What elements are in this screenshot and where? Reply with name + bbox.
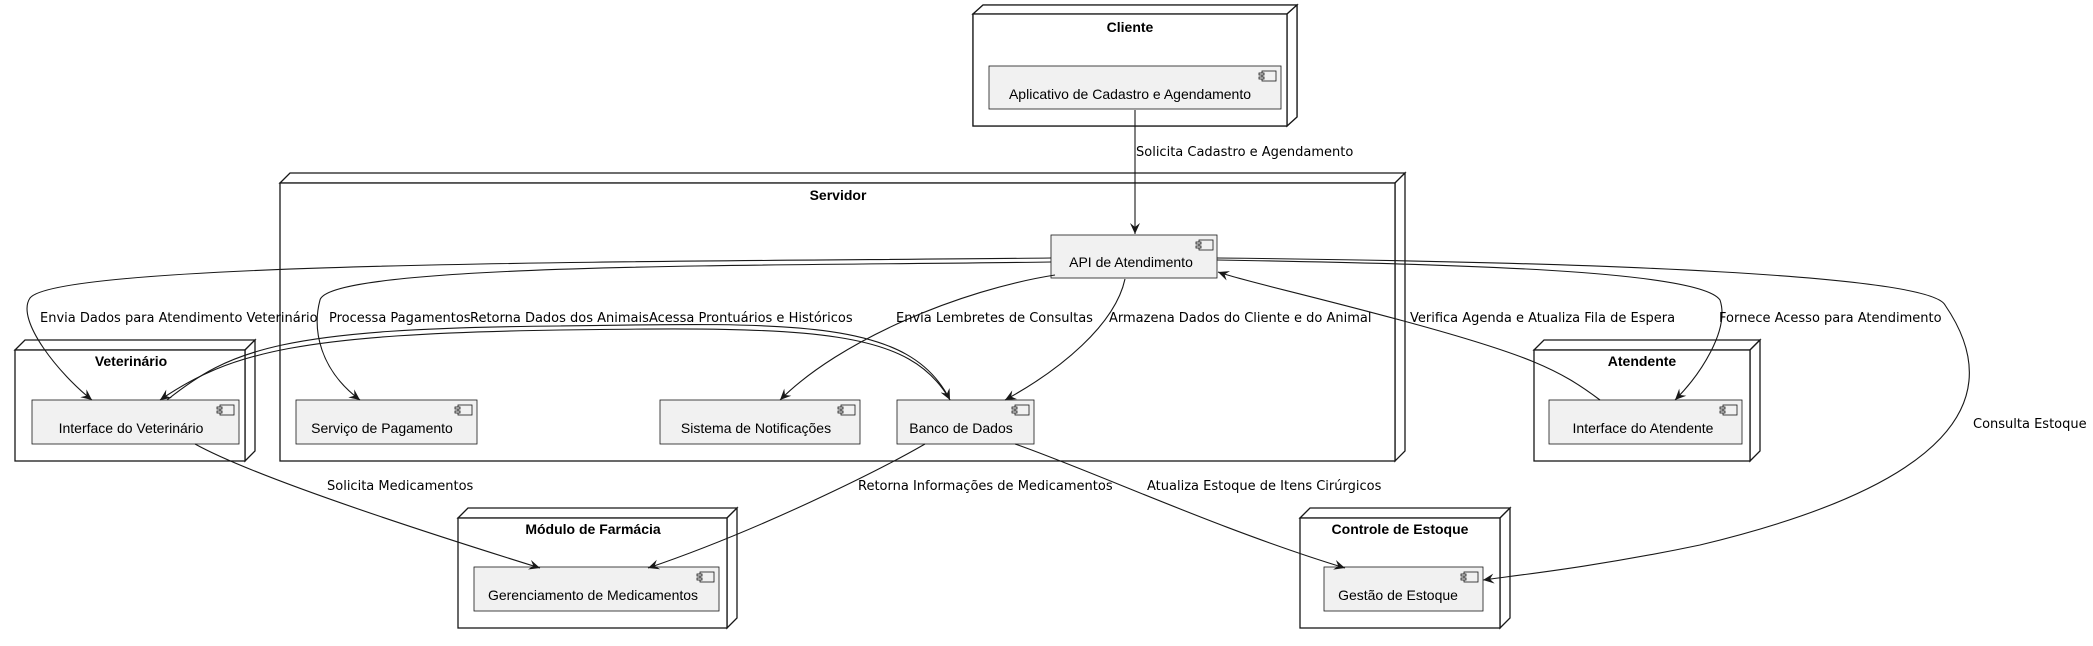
node-title-cliente: Cliente	[1107, 19, 1154, 35]
edge-label-solicita-cadastro: Solicita Cadastro e Agendamento	[1136, 145, 1353, 160]
component-api[interactable]: API de Atendimento	[1050, 234, 1218, 279]
edge-label-verifica-agenda: Verifica Agenda e Atualiza Fila de Esper…	[1410, 311, 1675, 326]
edge-label-retorna-dados: Retorna Dados dos Animais	[470, 311, 649, 326]
edge-veterinario-to-farmacia	[194, 443, 541, 570]
edge-label-acessa-prontuarios: Acessa Prontuários e Históricos	[649, 311, 853, 326]
component-label-pagamento: Serviço de Pagamento	[311, 420, 453, 436]
edge-api-to-banco	[1004, 278, 1126, 401]
edge-atendente-to-api	[1217, 271, 1601, 401]
node-title-veterinario: Veterinário	[95, 353, 167, 369]
edge-label-fornece-acesso: Fornece Acesso para Atendimento	[1719, 311, 1942, 326]
component-interface-veterinario[interactable]: Interface do Veterinário	[31, 399, 240, 445]
component-label-notificacoes: Sistema de Notificações	[681, 420, 831, 436]
edge-label-processa-pagamentos: Processa Pagamentos	[329, 311, 471, 326]
edge-api-to-notificacoes	[779, 274, 1056, 401]
edge-api-to-estoque	[1216, 257, 1970, 584]
component-label-banco: Banco de Dados	[909, 420, 1013, 436]
component-notificacoes[interactable]: Sistema de Notificações	[659, 399, 861, 445]
edge-label-consulta-estoque: Consulta Estoque	[1973, 417, 2087, 432]
edge-label-atualiza-estoque: Atualiza Estoque de Itens Cirúrgicos	[1147, 479, 1382, 494]
edge-veterinario-to-banco	[166, 323, 951, 401]
component-label-interface-atendente: Interface do Atendente	[1573, 420, 1714, 436]
edge-banco-to-veterinario	[159, 328, 951, 401]
edge-label-solicita-medicamentos: Solicita Medicamentos	[327, 479, 474, 494]
edge-label-envia-lembretes: Envia Lembretes de Consultas	[896, 311, 1093, 326]
component-label-api: API de Atendimento	[1069, 254, 1193, 270]
edge-api-to-pagamento	[316, 261, 1052, 401]
edge-label-armazena-dados: Armazena Dados do Cliente e do Animal	[1109, 311, 1371, 326]
component-label-gestao-estoque: Gestão de Estoque	[1338, 587, 1458, 603]
edge-label-retorna-medicamentos: Retorna Informações de Medicamentos	[858, 479, 1113, 494]
edge-banco-to-farmacia	[647, 443, 926, 570]
component-pagamento[interactable]: Serviço de Pagamento	[295, 399, 478, 445]
component-gestao-estoque[interactable]: Gestão de Estoque	[1323, 566, 1484, 612]
component-interface-atendente[interactable]: Interface do Atendente	[1548, 399, 1743, 445]
node-title-atendente: Atendente	[1608, 353, 1677, 369]
component-label-interface-veterinario: Interface do Veterinário	[59, 420, 204, 436]
node-title-farmacia: Módulo de Farmácia	[525, 521, 661, 537]
component-label-app: Aplicativo de Cadastro e Agendamento	[1009, 86, 1251, 102]
node-title-servidor: Servidor	[810, 187, 867, 203]
component-app[interactable]: Aplicativo de Cadastro e Agendamento	[988, 65, 1282, 110]
node-title-estoque: Controle de Estoque	[1332, 521, 1469, 537]
edge-api-to-veterinario	[26, 257, 1052, 401]
component-banco[interactable]: Banco de Dados	[896, 399, 1035, 445]
component-label-medicamentos: Gerenciamento de Medicamentos	[488, 587, 698, 603]
edge-api-to-atendente	[1216, 259, 1723, 401]
edge-label-envia-dados: Envia Dados para Atendimento Veterinário	[40, 311, 318, 326]
component-medicamentos[interactable]: Gerenciamento de Medicamentos	[473, 566, 720, 612]
edge-banco-to-estoque	[1014, 443, 1346, 570]
